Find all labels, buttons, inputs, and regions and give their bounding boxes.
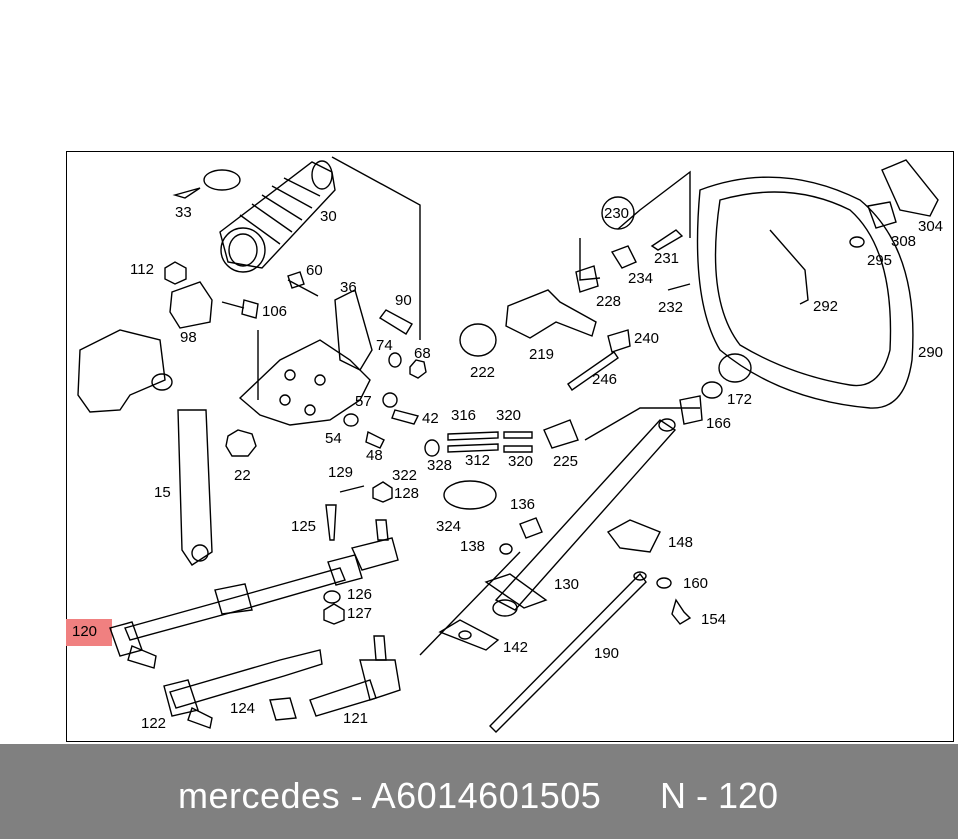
part-label: 98	[180, 329, 197, 346]
part-label: 148	[668, 534, 694, 551]
part-label-120-highlighted: 120	[72, 623, 98, 640]
part-label: 128	[394, 485, 420, 502]
part-label: 90	[395, 292, 412, 309]
part-label: 121	[343, 710, 369, 727]
part-label: 33	[175, 204, 192, 221]
steering-gear-box	[77, 329, 173, 413]
part-label: 36	[340, 279, 357, 296]
part-label: 124	[230, 700, 256, 717]
part-label: 320	[508, 453, 534, 470]
part-label: 316	[451, 407, 477, 424]
part-label: 68	[414, 345, 431, 362]
part-label: 322	[392, 467, 418, 484]
part-label: 127	[347, 605, 373, 622]
part-label: 240	[634, 330, 660, 347]
part-label: 231	[654, 250, 680, 267]
cable-tie-33	[172, 169, 241, 199]
part-label: 225	[553, 453, 579, 470]
part-label: 222	[470, 364, 496, 381]
steering-wheel-290	[696, 176, 914, 409]
part-label: 308	[891, 233, 917, 250]
part-label: 312	[465, 452, 491, 469]
tie-rod-part-120	[109, 519, 399, 669]
boot-part-30	[219, 160, 336, 273]
part-label: 232	[658, 299, 684, 316]
part-label: 106	[262, 303, 288, 320]
part-label: 230	[604, 205, 630, 222]
part-label: 129	[328, 464, 354, 481]
part-label: 166	[706, 415, 732, 432]
part-label: 234	[628, 270, 654, 287]
part-label: 15	[154, 484, 171, 501]
part-label: 125	[291, 518, 317, 535]
part-label: 246	[592, 371, 618, 388]
part-label: 190	[594, 645, 620, 662]
part-label: 48	[366, 447, 383, 464]
part-label: 122	[141, 715, 167, 732]
part-label: 74	[376, 337, 393, 354]
part-label: 136	[510, 496, 536, 513]
part-label: 219	[529, 346, 555, 363]
part-label: 30	[320, 208, 337, 225]
part-label: 22	[234, 467, 251, 484]
part-label: 126	[347, 586, 373, 603]
part-label: 54	[325, 430, 342, 447]
part-label: 172	[727, 391, 753, 408]
tie-rod-part-122	[163, 649, 323, 729]
part-label: 292	[813, 298, 839, 315]
position-code-caption: N - 120	[660, 775, 779, 816]
part-label: 130	[554, 576, 580, 593]
part-label: 290	[918, 344, 944, 361]
part-label: 324	[436, 518, 462, 535]
part-number-caption: mercedes - A6014601505	[178, 775, 602, 816]
part-label: 228	[596, 293, 622, 310]
part-label: 154	[701, 611, 727, 628]
part-label: 295	[867, 252, 893, 269]
part-label: 138	[460, 538, 486, 555]
steering-parts-drawing	[77, 156, 939, 733]
part-label: 160	[683, 575, 709, 592]
part-label: 304	[918, 218, 944, 235]
highlighted-part-marker	[66, 619, 112, 646]
part-label: 328	[427, 457, 453, 474]
part-label: 60	[306, 262, 323, 279]
part-label: 320	[496, 407, 522, 424]
footer-bar	[0, 744, 958, 839]
part-label: 42	[422, 410, 439, 427]
part-label: 142	[503, 639, 529, 656]
part-label: 112	[130, 261, 154, 278]
part-label: 57	[355, 393, 372, 410]
